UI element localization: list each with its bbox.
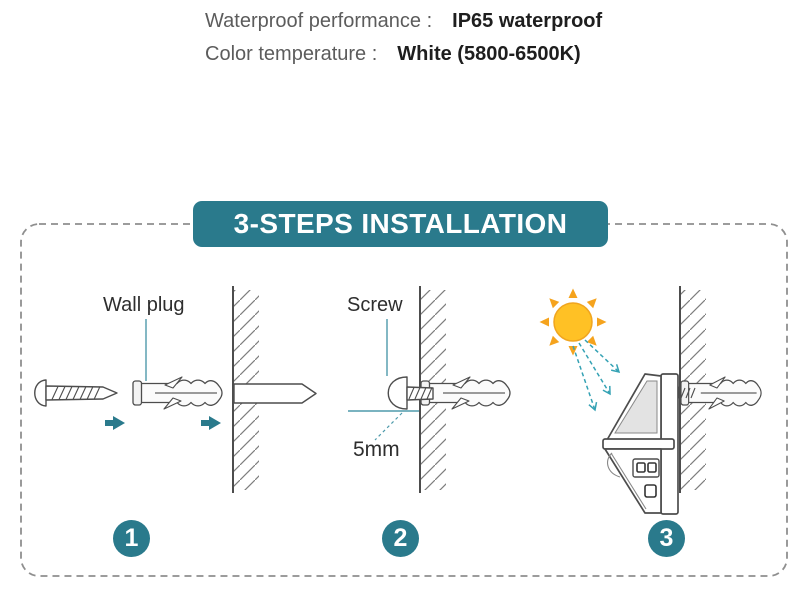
depth-measurement-label: 5mm — [353, 438, 400, 461]
step-number-badge-1: 1 — [113, 520, 150, 557]
wall-plug-icon — [132, 376, 223, 410]
inserted-wall-plug-icon — [233, 383, 317, 404]
spec-row-color-temperature: Color temperature : White (5800-6500K) — [205, 38, 602, 71]
sunlight-arrow-icon — [572, 339, 621, 412]
spec-value: IP65 waterproof — [452, 10, 603, 32]
spec-value: White (5800-6500K) — [397, 43, 581, 65]
wall-plug-label: Wall plug — [103, 294, 185, 316]
screw-icon — [34, 379, 118, 407]
installation-title: 3-STEPS INSTALLATION — [193, 201, 608, 247]
spec-label: Color temperature : — [205, 43, 378, 65]
step-number-badge-3: 3 — [648, 520, 685, 557]
screw-icon — [387, 376, 434, 410]
spec-label: Waterproof performance : — [205, 10, 433, 32]
step1-illustration — [34, 286, 317, 493]
arrow-right-icon — [201, 416, 221, 430]
screw-label: Screw — [347, 294, 403, 316]
spec-row-waterproof: Waterproof performance : IP65 waterproof — [205, 5, 602, 38]
wall-icon — [232, 286, 317, 493]
measurement-leader-line — [374, 412, 403, 441]
sun-icon — [539, 288, 607, 356]
step2-illustration — [348, 286, 511, 493]
arrow-right-icon — [105, 416, 125, 430]
solar-lamp-icon — [602, 373, 679, 515]
step3-illustration — [539, 286, 763, 515]
step-number-badge-2: 2 — [382, 520, 419, 557]
spec-list: Waterproof performance :IP65 waterproof … — [205, 5, 602, 71]
